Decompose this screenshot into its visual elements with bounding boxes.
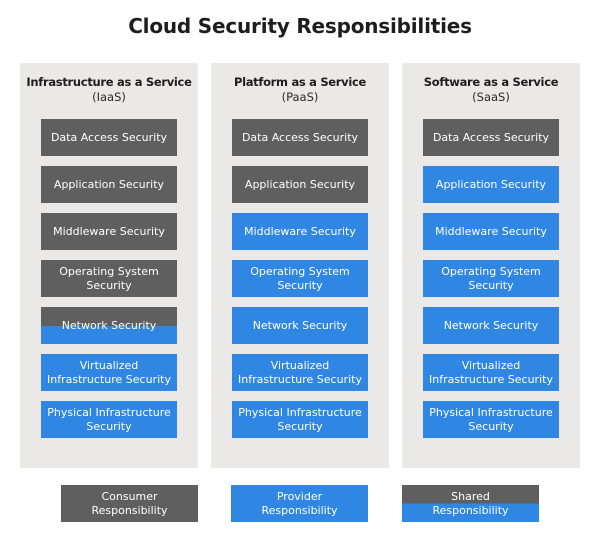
layer-label: Application Security (435, 177, 547, 191)
layer-label: Operating System Security (441, 264, 541, 292)
layer-label: Physical Infrastructure Security (47, 405, 171, 433)
layer-physical-infrastructure-security-provider: Physical Infrastructure Security (41, 401, 177, 438)
column-header: Infrastructure as a Service(IaaS) (20, 75, 198, 104)
legend-shared: Shared Responsibility (402, 485, 539, 522)
layer-physical-infrastructure-security-provider: Physical Infrastructure Security (232, 401, 368, 438)
layer-label: Physical Infrastructure Security (429, 405, 553, 433)
layer-label: Virtualized Infrastructure Security (47, 358, 171, 386)
column-header: Platform as a Service(PaaS) (211, 75, 389, 104)
diagram-title: Cloud Security Responsibilities (128, 14, 472, 38)
layer-label: Network Security (61, 318, 157, 332)
layer-label: Data Access Security (241, 130, 359, 144)
column-iaas: Infrastructure as a Service(IaaS) Data Ac… (20, 63, 198, 468)
legend-provider: Provider Responsibility (231, 485, 368, 522)
layer-operating-system-security-provider: Operating System Security (232, 260, 368, 297)
layer-label: Middleware Security (435, 224, 547, 238)
layer-label: Virtualized Infrastructure Security (429, 358, 553, 386)
layer-middleware-security-provider: Middleware Security (232, 213, 368, 250)
layer-virtualized-infrastructure-security-provider: Virtualized Infrastructure Security (41, 354, 177, 391)
column-paas: Platform as a Service(PaaS) Data Access S… (211, 63, 389, 468)
column-title: Infrastructure as a Service (26, 75, 192, 89)
layer-label: Application Security (244, 177, 356, 191)
layer-virtualized-infrastructure-security-provider: Virtualized Infrastructure Security (232, 354, 368, 391)
layer-middleware-security-provider: Middleware Security (423, 213, 559, 250)
layer-data-access-security-consumer: Data Access Security (423, 119, 559, 156)
layer-label: Operating System Security (250, 264, 350, 292)
layer-label: Middleware Security (53, 224, 165, 238)
column-abbreviation: (PaaS) (281, 90, 319, 104)
legend-consumer: Consumer Responsibility (61, 485, 198, 522)
layer-label: Operating System Security (59, 264, 159, 292)
column-header: Software as a Service(SaaS) (402, 75, 580, 104)
layer-label: Data Access Security (432, 130, 550, 144)
layer-label: Network Security (443, 318, 539, 332)
legend-label: Shared Responsibility (432, 489, 509, 517)
layer-data-access-security-consumer: Data Access Security (41, 119, 177, 156)
layer-application-security-consumer: Application Security (41, 166, 177, 203)
legend-label: Consumer Responsibility (91, 489, 168, 517)
column-title: Software as a Service (423, 75, 559, 89)
layer-network-security-provider: Network Security (232, 307, 368, 344)
layer-application-security-consumer: Application Security (232, 166, 368, 203)
column-title: Platform as a Service (233, 75, 367, 89)
layer-middleware-security-consumer: Middleware Security (41, 213, 177, 250)
column-abbreviation: (IaaS) (92, 90, 126, 104)
layer-data-access-security-consumer: Data Access Security (232, 119, 368, 156)
layer-label: Network Security (252, 318, 348, 332)
layer-label: Virtualized Infrastructure Security (238, 358, 362, 386)
layer-virtualized-infrastructure-security-provider: Virtualized Infrastructure Security (423, 354, 559, 391)
layer-physical-infrastructure-security-provider: Physical Infrastructure Security (423, 401, 559, 438)
column-abbreviation: (SaaS) (472, 90, 510, 104)
layer-network-security-provider: Network Security (423, 307, 559, 344)
layer-label: Data Access Security (50, 130, 168, 144)
layer-label: Physical Infrastructure Security (238, 405, 362, 433)
layer-operating-system-security-provider: Operating System Security (423, 260, 559, 297)
column-saas: Software as a Service(SaaS) Data Access S… (402, 63, 580, 468)
layer-operating-system-security-consumer: Operating System Security (41, 260, 177, 297)
layer-application-security-provider: Application Security (423, 166, 559, 203)
layer-label: Middleware Security (244, 224, 356, 238)
legend-label: Provider Responsibility (261, 489, 338, 517)
layer-network-security-shared: Network Security (41, 307, 177, 344)
layer-label: Application Security (53, 177, 165, 191)
